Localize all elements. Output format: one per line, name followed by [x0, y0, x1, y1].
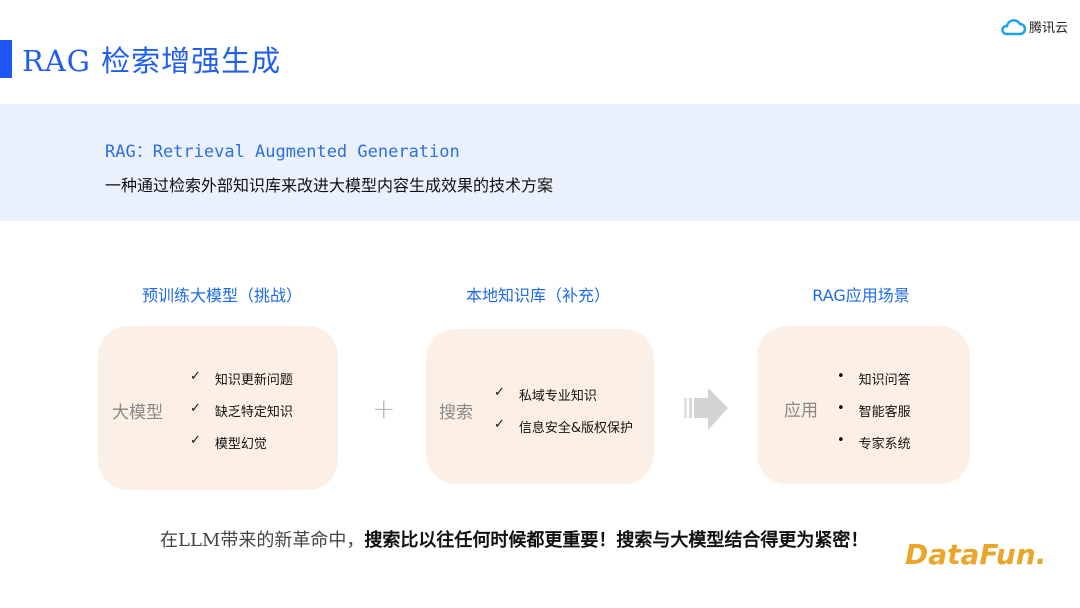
list-item: ✓信息安全&版权保护 [494, 417, 634, 436]
column-heading-kb: 本地知识库（补充） [465, 286, 610, 305]
card-label: 应用 [784, 401, 818, 421]
rag-description: 一种通过检索外部知识库来改进大模型内容生成效果的技术方案 [105, 176, 554, 195]
check-icon: ✓ [494, 417, 505, 432]
applications-card: 应用 •知识问答 •智能客服 •专家系统 [757, 326, 970, 484]
rag-definition: RAG：Retrieval Augmented Generation [105, 142, 460, 162]
list-item: •知识问答 [837, 369, 911, 388]
bullet-icon: • [837, 433, 845, 448]
llm-card: 大模型 ✓知识更新问题 ✓缺乏特定知识 ✓模型幻觉 [98, 326, 338, 490]
card-label: 大模型 [112, 403, 163, 423]
conclusion-text: 在LLM带来的新革命中，搜索比以往任何时候都更重要！搜索与大模型结合得更为紧密！ [160, 530, 869, 551]
list-item: ✓缺乏特定知识 [190, 401, 293, 420]
column-heading-llm: 预训练大模型（挑战） [141, 286, 302, 305]
list-item: ✓私域专业知识 [494, 385, 597, 404]
logo-text: 腾讯云 [1029, 21, 1069, 36]
list-item: ✓模型幻觉 [190, 433, 267, 452]
cloud-icon [1001, 18, 1026, 35]
list-item: •智能客服 [837, 401, 911, 420]
check-icon: ✓ [190, 369, 201, 384]
bullet-icon: • [837, 401, 845, 416]
page-title: RAG 检索增强生成 [22, 44, 282, 78]
column-heading-apps: RAG应用场景 [812, 286, 910, 305]
check-icon: ✓ [494, 385, 505, 400]
check-icon: ✓ [190, 433, 201, 448]
bullet-icon: • [837, 369, 845, 384]
plus-icon: + [372, 392, 396, 425]
datafun-logo: DataFun. [905, 538, 1047, 571]
tencent-cloud-logo: 腾讯云 [1000, 17, 1068, 36]
arrow-right-icon [684, 388, 728, 430]
list-item: •专家系统 [837, 433, 911, 452]
knowledge-base-card: 搜索 ✓私域专业知识 ✓信息安全&版权保护 [426, 329, 654, 484]
check-icon: ✓ [190, 401, 201, 416]
list-item: ✓知识更新问题 [190, 369, 293, 388]
title-accent-bar [0, 40, 12, 78]
conclusion-emphasis: 搜索比以往任何时候都更重要！搜索与大模型结合得更为紧密！ [364, 530, 869, 551]
card-label: 搜索 [439, 403, 473, 423]
intro-band [0, 104, 1080, 221]
